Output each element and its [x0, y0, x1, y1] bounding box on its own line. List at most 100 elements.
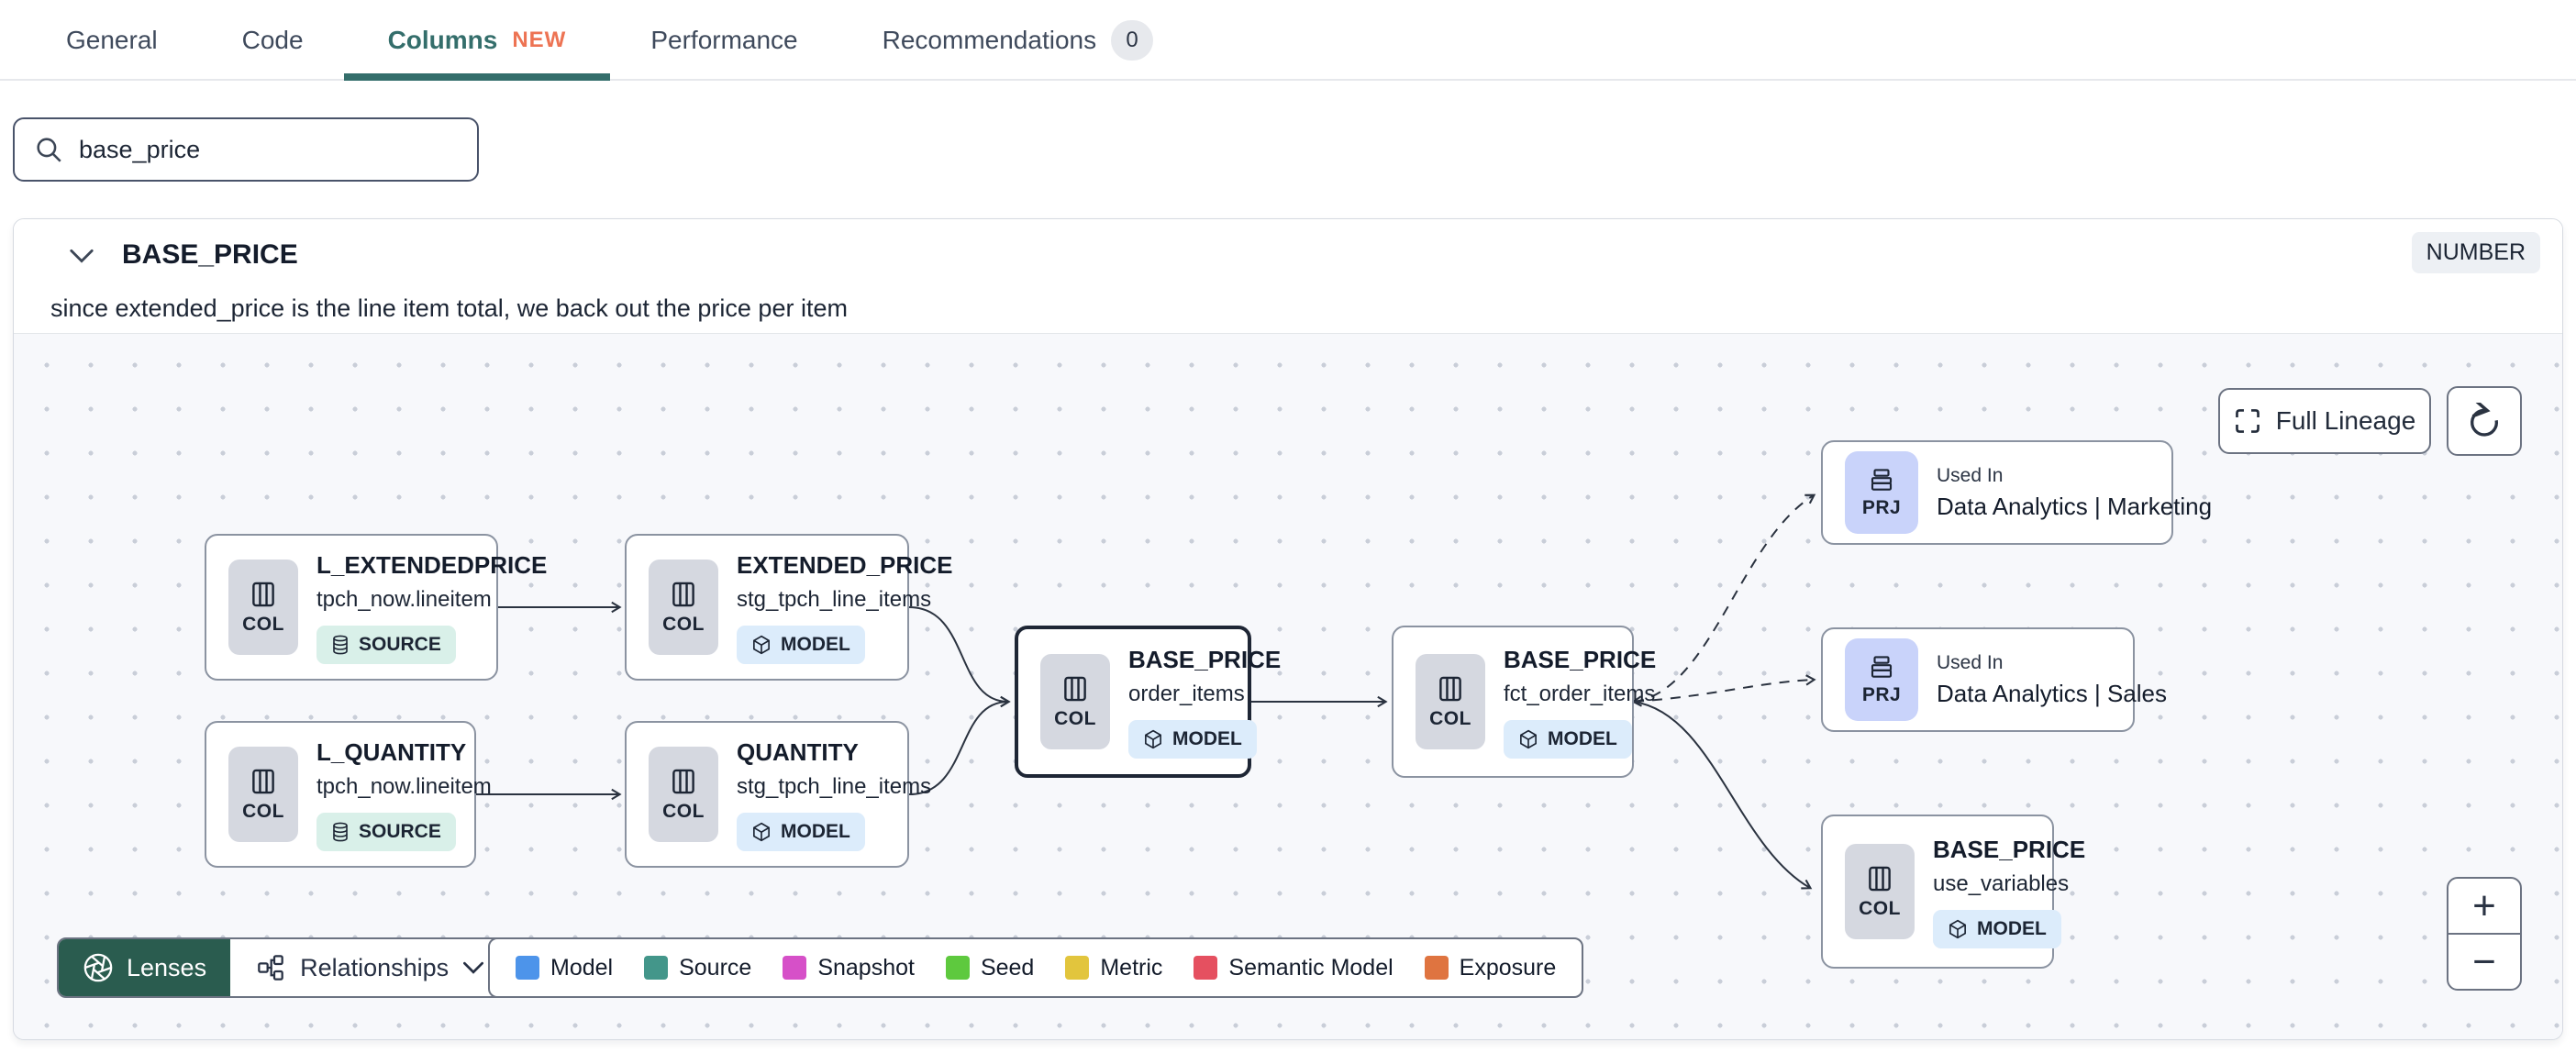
refresh-button[interactable] [2447, 386, 2522, 456]
refresh-icon [2471, 403, 2499, 437]
node-subtitle: order_items [1128, 681, 1245, 706]
lenses-control: Lenses Relationships [57, 937, 512, 998]
legend-swatch [1065, 956, 1090, 980]
node-title: BASE_PRICE [1504, 645, 1657, 673]
recommendations-count-badge: 0 [1111, 20, 1154, 61]
cube-icon [1520, 729, 1537, 748]
new-badge: NEW [512, 28, 567, 52]
tab-columns[interactable]: Columns NEW [343, 0, 611, 81]
chevron-down-icon [463, 961, 484, 974]
zoom-in-button[interactable]: + [2448, 879, 2520, 935]
project-badge: PRJ [1845, 451, 1918, 534]
cube-icon [753, 635, 770, 654]
cube-icon [753, 822, 770, 841]
columns-icon [1869, 866, 1891, 892]
database-icon [333, 822, 348, 841]
used-in-label: Used In [1937, 651, 2004, 673]
node-subtitle: tpch_now.lineitem [316, 773, 492, 799]
legend-swatch [1424, 956, 1449, 980]
node-subtitle: use_variables [1933, 870, 2070, 896]
columns-icon [1064, 676, 1086, 702]
tab-columns-label: Columns [387, 26, 498, 54]
node-title: QUANTITY [737, 737, 859, 766]
lenses-button[interactable]: Lenses [59, 939, 231, 996]
legend-swatch [783, 956, 807, 980]
tab-general-label: General [66, 26, 158, 54]
resource-legend: Model Source Snapshot Seed Metric Semant… [488, 937, 1584, 998]
full-lineage-button[interactable]: Full Lineage [2218, 388, 2431, 454]
node-base-price-order-items[interactable]: COL BASE_PRICE order_items MODEL [1015, 626, 1281, 778]
resource-pill-model: MODEL [1933, 909, 2061, 948]
search-input[interactable] [79, 135, 459, 164]
tab-performance[interactable]: Performance [650, 0, 797, 81]
tab-code[interactable]: Code [242, 0, 304, 81]
tab-recommendations-label: Recommendations [882, 26, 1097, 54]
tab-code-label: Code [241, 26, 304, 54]
archive-stack-icon [1871, 656, 1893, 678]
node-title: Data Analytics | Marketing [1937, 492, 2213, 520]
column-title: BASE_PRICE [122, 239, 298, 270]
legend-swatch [945, 956, 970, 980]
cube-icon [1145, 729, 1161, 748]
column-badge: COL [1416, 654, 1485, 749]
node-l-extendedprice[interactable]: COL L_EXTENDEDPRICE tpch_now.lineitem SO… [205, 534, 547, 681]
resource-pill-model: MODEL [1128, 719, 1257, 759]
node-title: Data Analytics | Sales [1937, 679, 2167, 707]
legend-item-semantic-model: Semantic Model [1194, 955, 1393, 981]
columns-icon [672, 582, 694, 607]
resource-pill-model: MODEL [737, 812, 865, 851]
resource-pill-model: MODEL [737, 625, 865, 664]
node-extended-price[interactable]: COL EXTENDED_PRICE stg_tpch_line_items M… [625, 534, 953, 681]
column-panel-header: BASE_PRICE NUMBER since extended_price i… [14, 219, 2562, 333]
node-title: EXTENDED_PRICE [737, 550, 953, 579]
node-used-in-sales[interactable]: PRJ Used In Data Analytics | Sales [1821, 627, 2167, 732]
search-icon [37, 138, 61, 162]
legend-item-exposure: Exposure [1424, 955, 1556, 981]
legend-item-seed: Seed [945, 955, 1034, 981]
collapse-chevron-icon[interactable] [61, 236, 102, 276]
resource-pill-source: SOURCE [316, 812, 456, 851]
column-badge: COL [1040, 654, 1110, 749]
zoom-controls: + − [2447, 877, 2522, 991]
node-base-price-fct-order-items[interactable]: COL BASE_PRICE fct_order_items MODEL [1392, 626, 1656, 778]
columns-icon [252, 582, 274, 607]
relationships-icon [258, 955, 283, 981]
zoom-out-button[interactable]: − [2472, 938, 2496, 984]
column-badge: COL [649, 747, 718, 842]
legend-swatch [516, 956, 539, 980]
node-base-price-use-variables[interactable]: COL BASE_PRICE use_variables MODEL [1821, 815, 2085, 969]
column-badge: COL [228, 560, 298, 655]
column-type-badge: NUMBER [2411, 232, 2540, 273]
cube-icon [1949, 919, 1966, 938]
node-subtitle: fct_order_items [1504, 681, 1656, 706]
node-subtitle: stg_tpch_line_items [737, 773, 932, 799]
archive-stack-icon [1871, 469, 1893, 491]
tab-recommendations[interactable]: Recommendations 0 [882, 0, 1154, 81]
tab-general[interactable]: General [66, 0, 158, 81]
node-used-in-marketing[interactable]: PRJ Used In Data Analytics | Marketing [1821, 440, 2212, 545]
lineage-edges [476, 493, 1816, 890]
resource-pill-source: SOURCE [316, 625, 456, 664]
legend-item-metric: Metric [1065, 955, 1162, 981]
column-badge: COL [228, 747, 298, 842]
legend-item-source: Source [644, 955, 751, 981]
node-quantity[interactable]: COL QUANTITY stg_tpch_line_items MODEL [625, 721, 931, 868]
node-l-quantity[interactable]: COL L_QUANTITY tpch_now.lineitem SOURCE [205, 721, 492, 868]
columns-icon [1439, 676, 1461, 702]
column-badge: COL [649, 560, 718, 655]
column-search [13, 117, 479, 182]
tabs-divider [0, 79, 2576, 81]
legend-swatch [644, 956, 669, 980]
node-title: L_QUANTITY [316, 737, 467, 766]
node-subtitle: tpch_now.lineitem [316, 586, 492, 612]
column-description: since extended_price is the line item to… [50, 294, 848, 322]
columns-icon [672, 769, 694, 794]
lineage-canvas[interactable]: COL L_EXTENDEDPRICE tpch_now.lineitem SO… [14, 333, 2562, 1039]
node-subtitle: stg_tpch_line_items [737, 586, 932, 612]
relationships-dropdown[interactable]: Relationships [230, 939, 510, 996]
tab-performance-label: Performance [650, 26, 798, 54]
project-badge: PRJ [1845, 638, 1918, 721]
legend-swatch [1194, 956, 1218, 980]
resource-pill-model: MODEL [1504, 719, 1632, 759]
